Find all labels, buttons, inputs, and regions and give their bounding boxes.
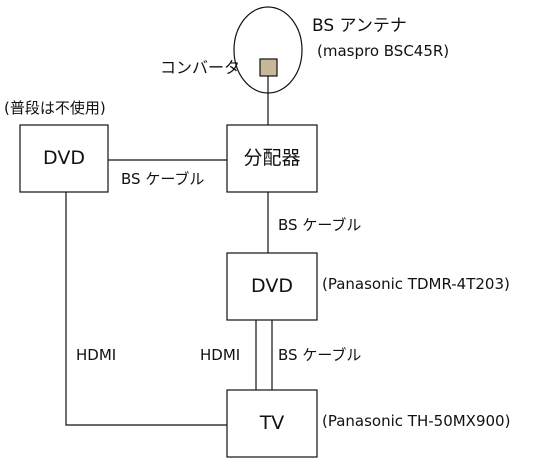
dvd-unused-box	[19, 124, 109, 193]
cable-label-splitter-dvd: BS ケーブル	[278, 216, 362, 234]
tv-model: (Panasonic TH-50MX900)	[322, 412, 511, 430]
converter-label: コンバータ	[160, 58, 241, 77]
cable-label-dvd-unused-splitter: BS ケーブル	[121, 170, 205, 188]
dvd-main-label: DVD	[251, 275, 293, 297]
antenna-label: BS アンテナ	[312, 16, 407, 36]
converter-box	[259, 58, 278, 77]
tv-label: TV	[259, 412, 285, 434]
cable-label-dvd-tv-bs: BS ケーブル	[278, 346, 362, 364]
cable-dvd-unused-tv	[65, 192, 227, 426]
dvd-main-model: (Panasonic TDMR-4T203)	[322, 275, 510, 293]
cable-label-dvd-tv-hdmi: HDMI	[200, 346, 241, 364]
splitter-label: 分配器	[243, 147, 301, 169]
splitter-box	[226, 124, 318, 193]
antenna-model: (maspro BSC45R)	[317, 42, 450, 60]
dvd-unused-label: DVD	[43, 147, 85, 169]
cable-label-dvd-unused-tv: HDMI	[76, 346, 117, 364]
dvd-unused-note: (普段は不使用)	[4, 99, 106, 117]
